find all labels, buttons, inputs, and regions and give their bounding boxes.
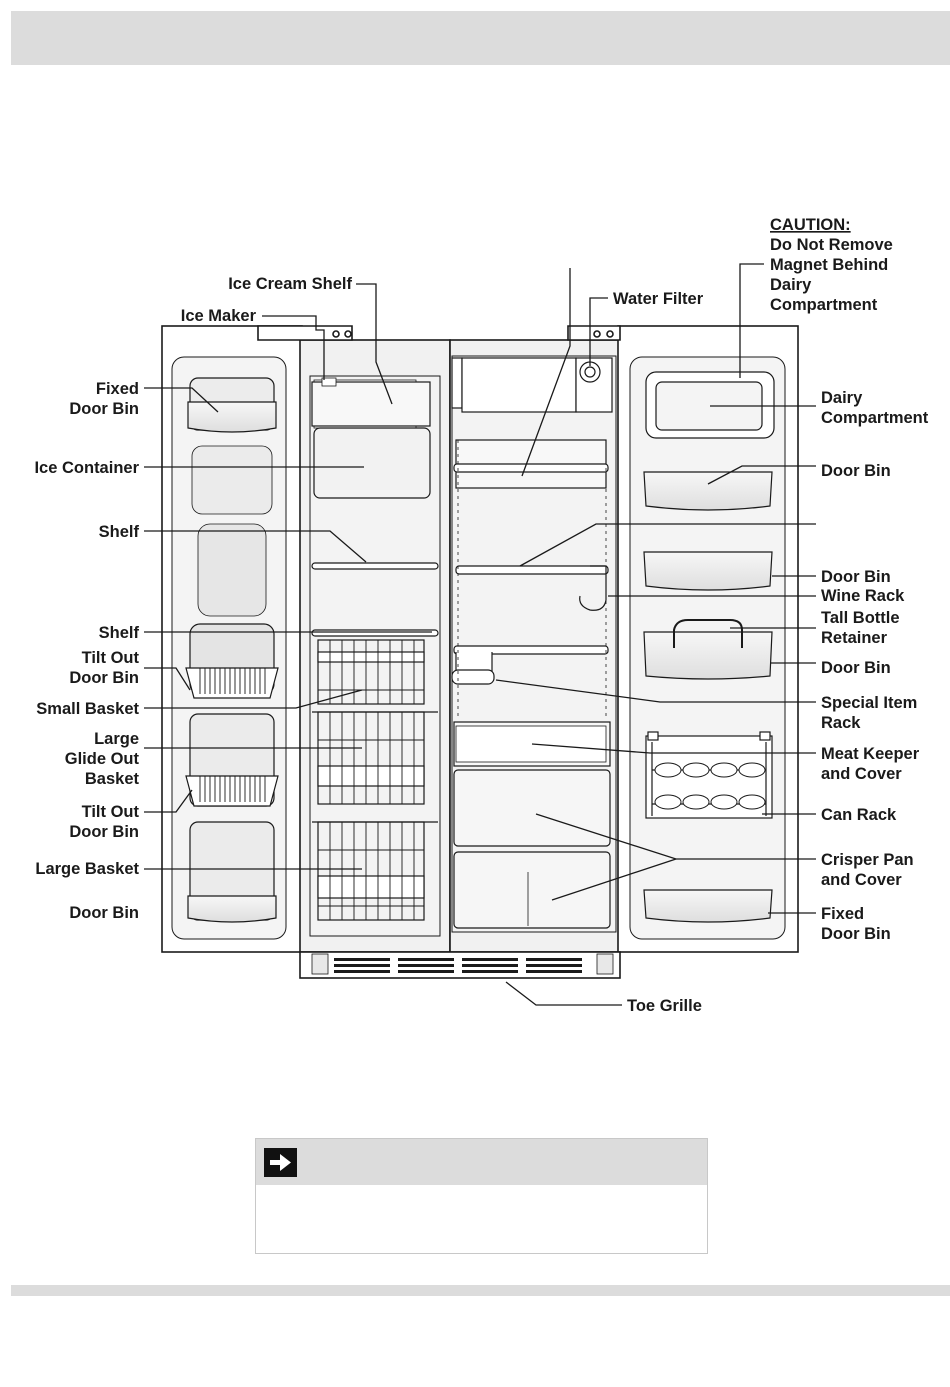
left-door-bins [185,377,279,923]
label-shelf-lower: Shelf [99,624,140,642]
label-door-bin-3: Door Bin [821,659,891,677]
leader-lines [144,263,816,1006]
basket-wires [318,640,424,920]
tilt-out-bin-ribs [199,668,266,802]
label-toe-grille: Toe Grille [627,997,702,1015]
label-large-basket: Large Basket [35,860,139,878]
fresh-food-rails [457,440,607,720]
label-door-bin-2: Door Bin [821,568,891,586]
can-rack-cans [654,762,766,810]
freezer-contents [311,377,439,921]
label-ice-container: Ice Container [34,459,139,477]
fresh-food-contents [451,357,613,929]
label-door-bin-bottom-left: Door Bin [69,904,139,922]
label-caution: CAUTION: Do Not Remove Magnet Behind Dai… [770,216,897,314]
label-can-rack: Can Rack [821,806,897,824]
label-ice-maker: Ice Maker [181,307,257,325]
note-box [255,1138,708,1254]
label-water-filter: Water Filter [613,290,704,308]
toe-grille-slots [334,958,582,973]
label-wine-rack: Wine Rack [821,587,905,605]
label-ice-cream-shelf: Ice Cream Shelf [228,275,352,293]
arrow-right-icon [264,1148,297,1177]
label-small-basket: Small Basket [36,700,139,718]
footer-bar [11,1285,950,1296]
label-door-bin-1: Door Bin [821,462,891,480]
label-shelf-upper: Shelf [99,523,140,541]
note-header [256,1139,707,1185]
header-bar [11,11,950,65]
